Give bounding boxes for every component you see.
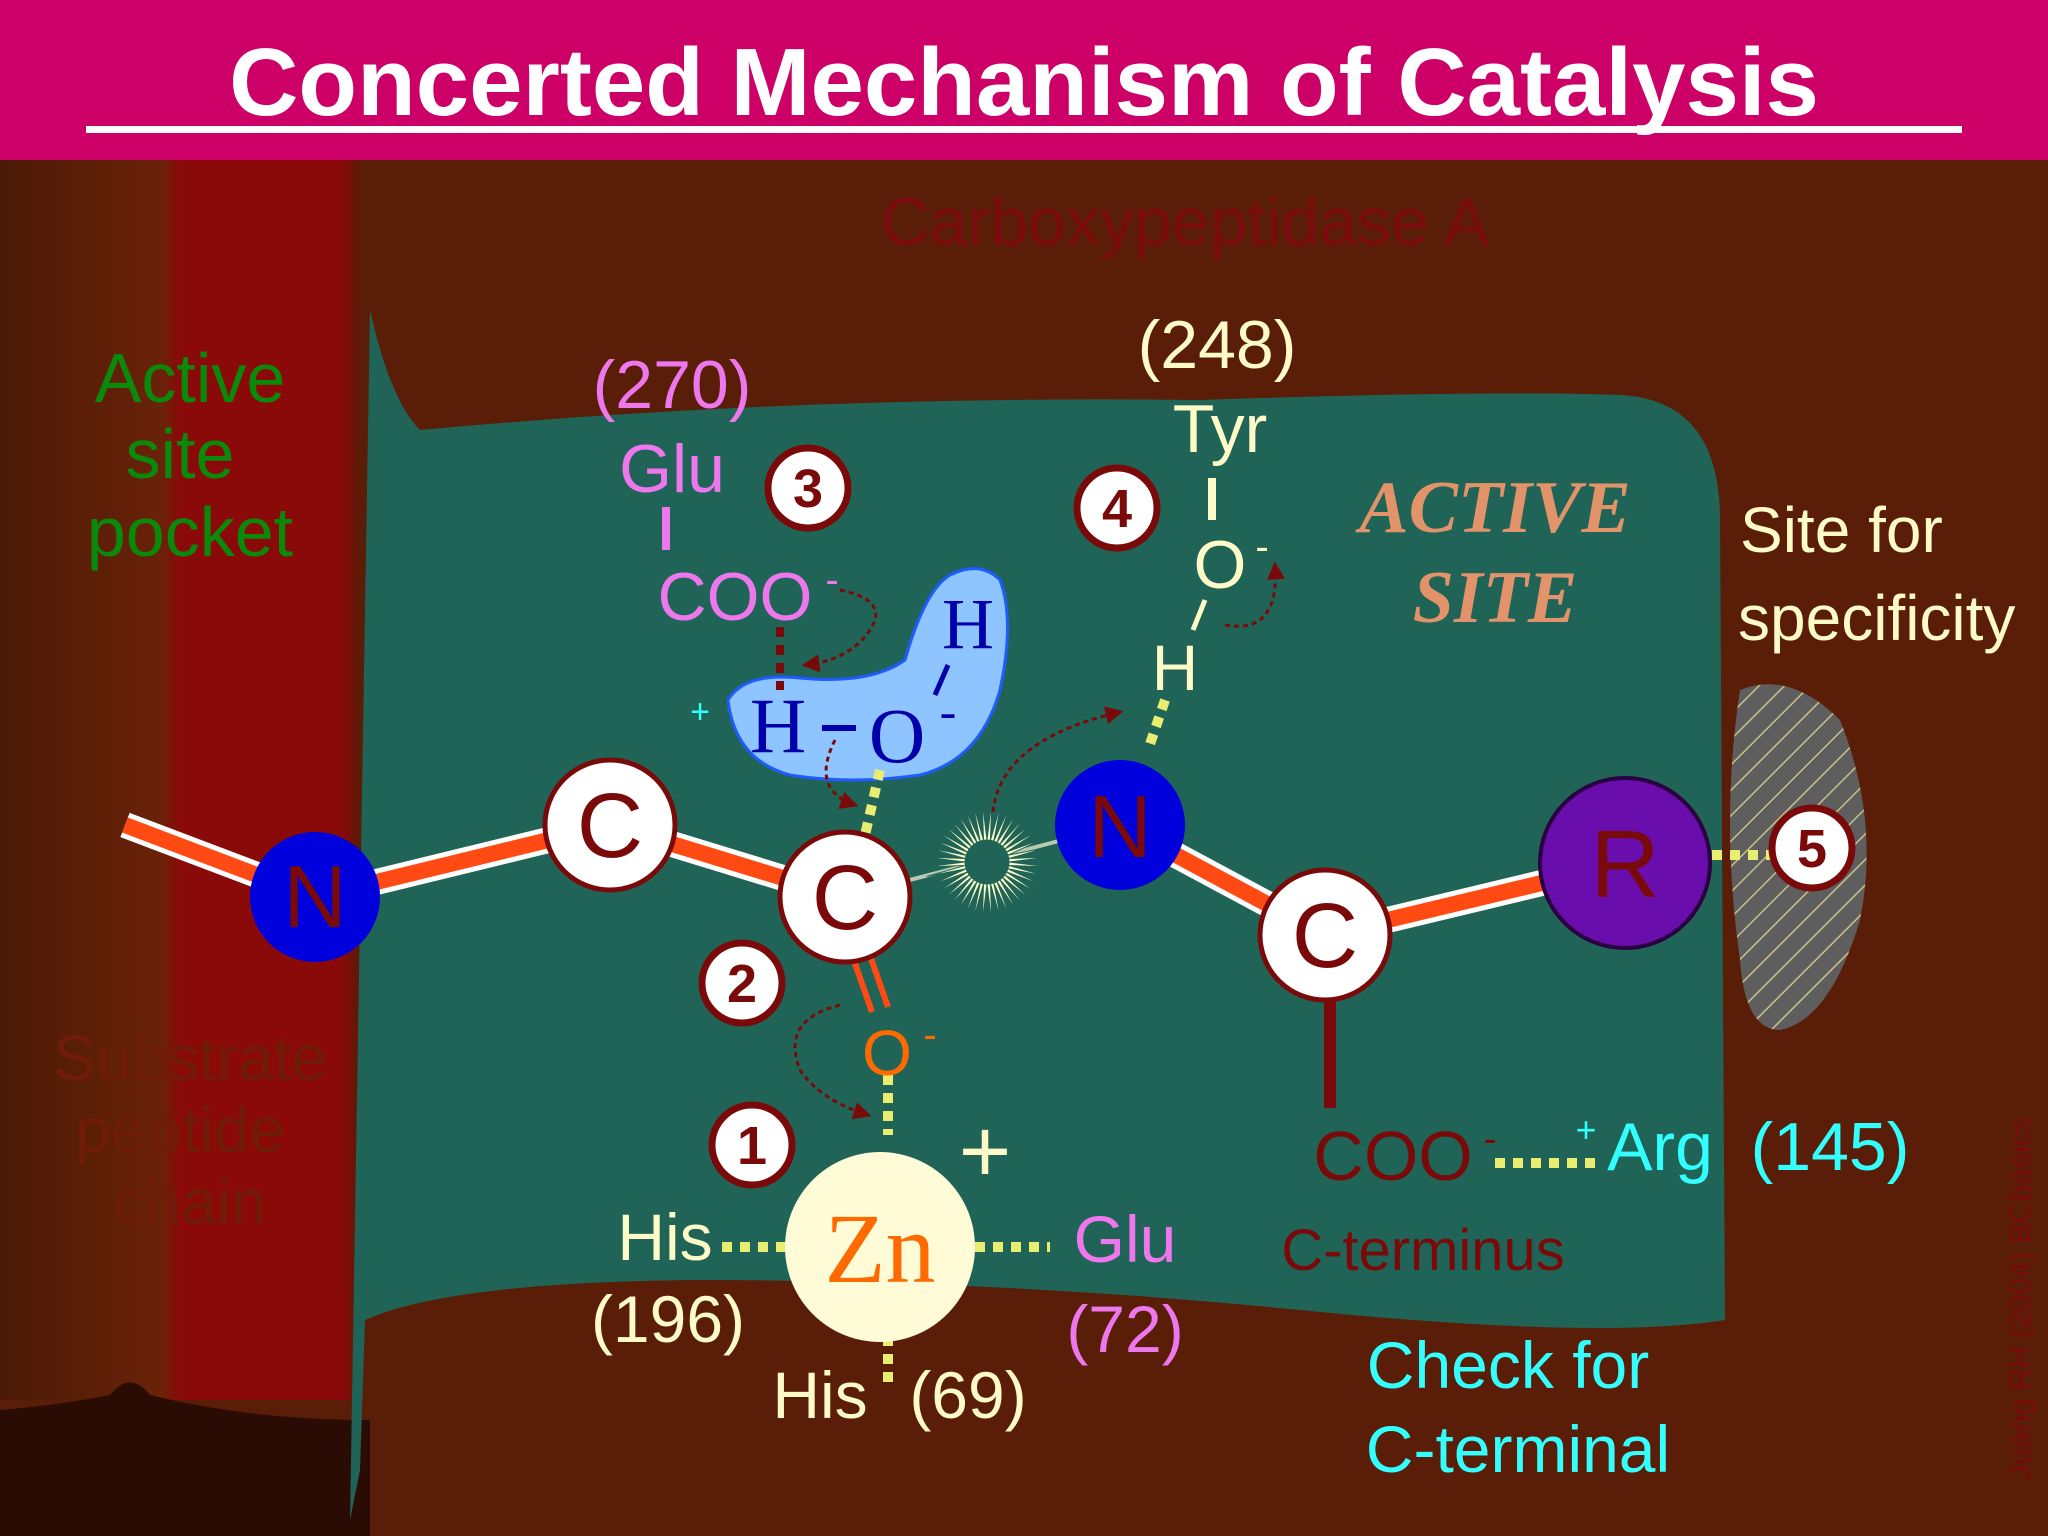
svg-text:C: C <box>1292 885 1358 987</box>
active-site-label-line2: SITE <box>1413 557 1578 639</box>
water-oh-bond2 <box>932 664 951 696</box>
glu270-charge: - <box>825 558 838 602</box>
arg145-number: (145) <box>1751 1109 1910 1185</box>
arg145-charge: + <box>1575 1109 1596 1150</box>
pocket-label-line3: pocket <box>87 493 293 571</box>
glu72-number: (72) <box>1066 1292 1183 1366</box>
tyr248-name: Tyr <box>1173 391 1267 467</box>
svg-text:C: C <box>577 775 643 877</box>
arg145-name: Arg <box>1607 1109 1713 1185</box>
glu270-coo: COO <box>658 559 813 635</box>
specificity-label-line2: specificity <box>1738 582 2015 654</box>
enzyme-name: Carboxypeptidase A <box>881 184 1490 260</box>
check-label-line2: C-terminal <box>1366 1412 1670 1486</box>
credit-text: Juang RH (2004) BCbasics <box>2004 1116 2037 1480</box>
check-label-line1: Check for <box>1367 1328 1649 1402</box>
active-site-region <box>350 310 1725 1520</box>
his196-number: (196) <box>591 1282 745 1356</box>
svg-text:5: 5 <box>1797 819 1827 879</box>
left-curtain <box>0 160 360 1400</box>
pocket-label-line2: site <box>126 415 235 493</box>
step-badge-1: 1 <box>708 1101 796 1189</box>
glu270-name: Glu <box>619 431 725 507</box>
water-molecule-blob <box>726 567 1009 782</box>
water-h-top: H <box>942 584 994 664</box>
substrate-label-line3: chain <box>114 1166 267 1238</box>
svg-text:N: N <box>283 847 347 946</box>
substrate-label-line1: Substrate <box>53 1022 327 1094</box>
c-terminus-label: C-terminus <box>1281 1218 1565 1283</box>
svg-text:R: R <box>1590 811 1659 918</box>
cleavage-burst <box>925 800 1049 924</box>
svg-text:4: 4 <box>1102 479 1132 539</box>
svg-text:1: 1 <box>737 1116 767 1176</box>
title-bar <box>0 0 2048 160</box>
step-badge-4: 4 <box>1073 464 1161 552</box>
electron-arrows <box>793 561 1285 1120</box>
specificity-label-line1: Site for <box>1740 494 1943 566</box>
glu270-number: (270) <box>593 347 752 423</box>
water-o: O <box>869 692 925 779</box>
zinc-ion: Zn <box>785 1152 975 1342</box>
substrate-chain-label: Substrate peptide chain <box>53 1022 327 1238</box>
substrate-label-line2: peptide <box>75 1094 285 1166</box>
step-badge-2: 2 <box>698 939 786 1027</box>
atom-n2: N <box>1055 760 1185 890</box>
step-badge-3: 3 <box>764 444 852 532</box>
carbonyl-oxygen: O <box>862 1017 912 1089</box>
tyr248-number: (248) <box>1138 307 1297 383</box>
water-plus: + <box>690 693 710 731</box>
c-terminal-coo-charge: - <box>1483 1117 1496 1161</box>
pocket-label-line1: Active <box>95 339 286 417</box>
carbonyl-oxygen-charge: - <box>923 1013 936 1057</box>
active-site-label-line1: ACTIVE <box>1355 467 1630 549</box>
tyr248-hydrogen: H <box>1152 632 1198 704</box>
floor-shadow <box>0 1382 370 1536</box>
his69-name: His <box>772 1358 867 1432</box>
atom-n1: N <box>250 832 380 962</box>
tyr248-charge: - <box>1255 525 1268 569</box>
residue-glu270: (270) Glu COO - <box>593 347 839 635</box>
tyr248-oxygen: O <box>1194 527 1247 603</box>
svg-text:3: 3 <box>793 459 823 519</box>
his196-name: His <box>617 1200 712 1274</box>
c-terminal-coo: COO <box>1313 1117 1472 1195</box>
atom-r-group: R <box>1538 776 1712 950</box>
atom-c3: C <box>1257 867 1393 1003</box>
atom-c1: C <box>542 757 678 893</box>
svg-text:Zn: Zn <box>824 1193 935 1304</box>
interactions <box>722 627 1772 1385</box>
svg-text:N: N <box>1088 777 1152 876</box>
water-h-left: H <box>750 682 806 769</box>
zinc-plus: + <box>959 1102 1012 1202</box>
page-title: Concerted Mechanism of Catalysis <box>229 29 1819 136</box>
svg-text:2: 2 <box>727 954 757 1014</box>
atom-c2-carbonyl: C <box>777 829 913 965</box>
step-badge-5: 5 <box>1768 804 1856 892</box>
residue-tyr248: (248) Tyr O - H <box>1138 307 1297 704</box>
his69-number: (69) <box>909 1358 1026 1432</box>
svg-text:C: C <box>812 847 878 949</box>
water-o-charge: - <box>940 683 957 739</box>
active-site-pocket-label: Active site pocket <box>87 339 293 571</box>
title-underline <box>86 126 1962 133</box>
glu72-name: Glu <box>1074 1202 1177 1276</box>
